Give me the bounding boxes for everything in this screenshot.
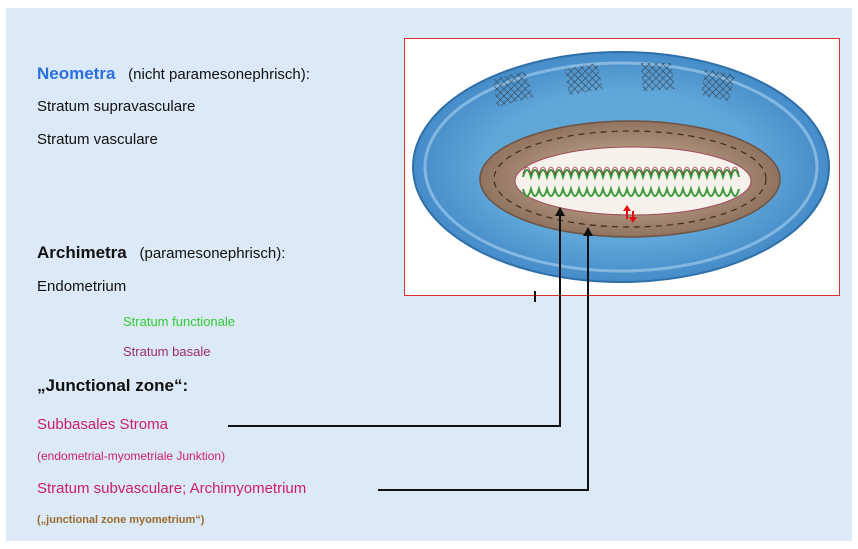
subbasales-stroma-label: Subbasales Stroma	[37, 416, 168, 433]
archimetra-qualifier: (paramesonephrisch):	[140, 245, 286, 262]
junctional-zone-heading: „Junctional zone“:	[37, 376, 188, 396]
endometrium-label: Endometrium	[37, 278, 126, 295]
neometra-title: Neometra	[37, 64, 115, 83]
stratum-vasculare-label: Stratum vasculare	[37, 131, 158, 148]
stratum-basale-label: Stratum basale	[123, 344, 210, 359]
neometra-heading: Neometra (nicht paramesonephrisch):	[37, 64, 310, 84]
endometrial-cavity	[515, 147, 751, 215]
neometra-qualifier: (nicht paramesonephrisch):	[128, 66, 310, 83]
stratum-functionale-label: Stratum functionale	[123, 314, 235, 329]
subbasal-note: (endometrial-myometriale Junktion)	[37, 449, 225, 463]
archimetra-title: Archimetra	[37, 243, 127, 262]
uterus-cross-section-icon	[405, 39, 838, 294]
uterus-illustration-frame	[404, 38, 840, 296]
archimetra-heading: Archimetra (paramesonephrisch):	[37, 243, 285, 263]
stratum-supravasculare-label: Stratum supravasculare	[37, 98, 195, 115]
stratum-subvasculare-label: Stratum subvasculare; Archimyometrium	[37, 480, 306, 497]
subvascular-note: („junctional zone myometrium“)	[37, 514, 204, 526]
